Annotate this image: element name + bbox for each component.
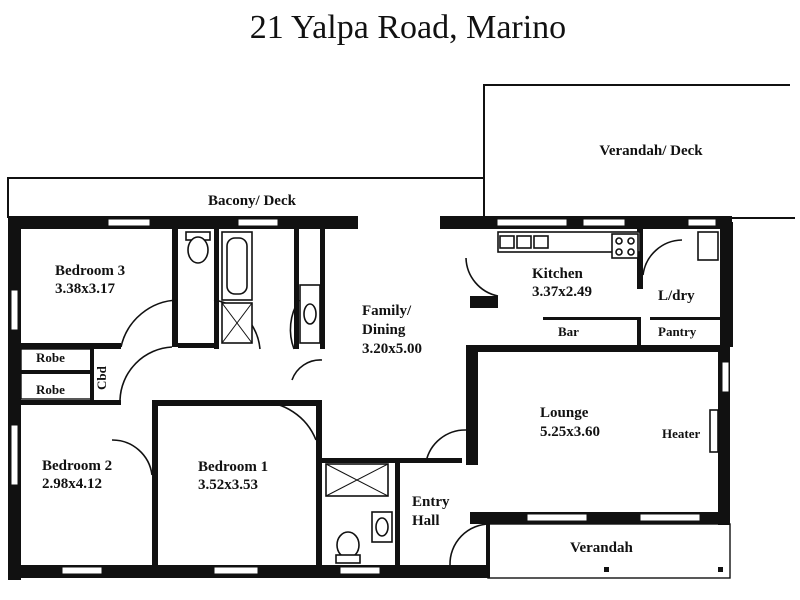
laundry-label: L/dry: [658, 288, 695, 304]
family-size: 3.20x5.00: [362, 341, 422, 357]
family-label-line1: Family/: [362, 303, 412, 319]
lounge-name: Lounge: [540, 405, 589, 421]
lounge-size: 5.25x3.60: [540, 424, 600, 440]
windows: [10, 218, 730, 575]
bedroom2-name: Bedroom 2: [42, 458, 112, 474]
bedroom2-size: 2.98x4.12: [42, 476, 102, 492]
plan-title: 21 Yalpa Road, Marino: [250, 9, 566, 46]
kitchen-size: 3.37x2.49: [532, 284, 592, 300]
verandah-deck-label: Verandah/ Deck: [599, 143, 703, 159]
doors: [111, 239, 683, 566]
bedroom3-size: 3.38x3.17: [55, 281, 116, 297]
interior-walls: [21, 229, 722, 578]
robe-label-2: Robe: [36, 382, 65, 397]
pantry-label: Pantry: [658, 324, 697, 339]
bedroom1-size: 3.52x3.53: [198, 477, 258, 493]
heater-label: Heater: [662, 426, 700, 441]
balcony-deck-label: Bacony/ Deck: [208, 193, 297, 209]
bar-label: Bar: [558, 324, 579, 339]
verandah-label: Verandah: [570, 540, 633, 556]
balcony-deck-outline: [7, 177, 484, 218]
entry-label-line2: Hall: [412, 513, 440, 529]
kitchen-fixtures: [497, 231, 723, 572]
family-label-line2: Dining: [362, 322, 406, 338]
bathroom-fixtures: [185, 231, 393, 564]
bedroom1-name: Bedroom 1: [198, 459, 268, 475]
room-labels: Verandah/ Deck Bacony/ Deck Bedroom 3 3.…: [36, 143, 703, 556]
robe-label-1: Robe: [36, 350, 65, 365]
cupboard-label: Cbd: [94, 365, 109, 390]
entry-label-line1: Entry: [412, 494, 450, 510]
kitchen-name: Kitchen: [532, 266, 583, 282]
bedroom3-name: Bedroom 3: [55, 263, 125, 279]
room-outlines: [20, 348, 731, 579]
